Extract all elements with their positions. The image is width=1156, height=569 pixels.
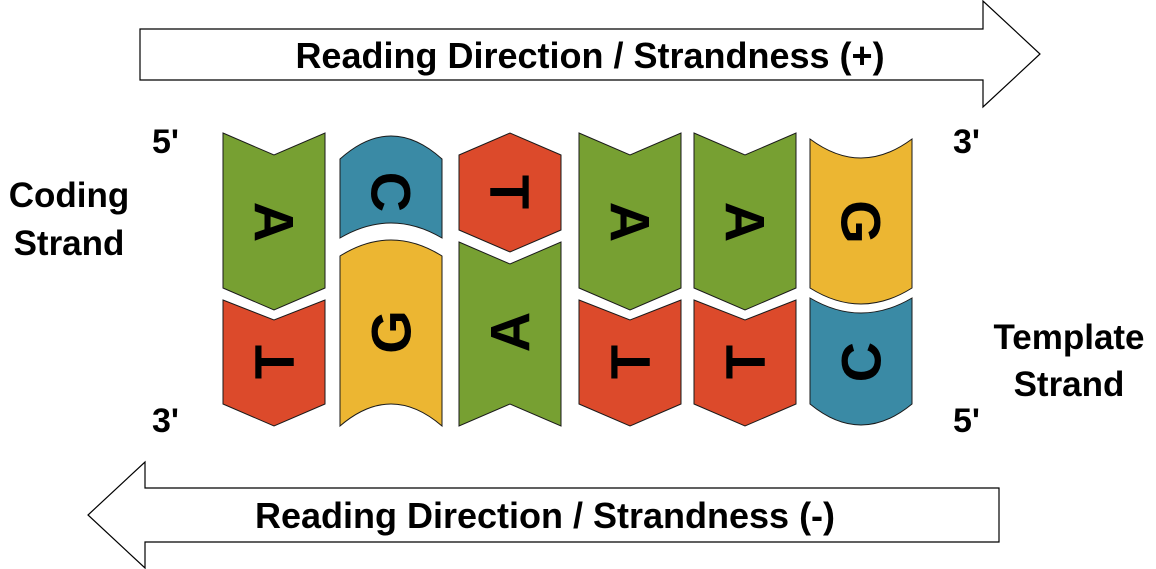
coding-three-prime-label: 3' [953, 123, 980, 161]
coding-base-a-4-letter: A [599, 202, 662, 242]
template-strand-label-line1: Template [993, 318, 1144, 357]
template-base-t-5-shape [693, 299, 797, 427]
template-base-a-3-letter: A [479, 312, 542, 352]
coding-base-t-3: T [458, 132, 562, 253]
template-strand-label-line2: Strand [1014, 365, 1125, 404]
template-base-t-4-shape [578, 299, 682, 427]
coding-base-t-3-shape [458, 132, 562, 253]
template-base-t-4-letter: T [599, 345, 662, 379]
template-base-c-6: C [809, 297, 913, 426]
template-base-g-2-shape [339, 239, 443, 428]
reverse-direction-arrow: Reading Direction / Strandness (-) [87, 460, 1000, 569]
reverse-arrow-shape [87, 460, 1000, 569]
coding-base-g-6-letter: G [830, 200, 893, 244]
coding-base-c-2: C [339, 135, 443, 239]
template-base-a-3: A [458, 241, 562, 427]
template-base-a-3-shape [458, 241, 562, 427]
coding-base-a-4: A [578, 132, 682, 311]
template-base-t-4: T [578, 299, 682, 427]
template-base-c-6-shape [809, 297, 913, 426]
coding-strand-label-line1: Coding [9, 176, 130, 215]
forward-arrow-shape [139, 0, 1041, 109]
coding-five-prime-label: 5' [152, 123, 179, 161]
coding-base-a-1-letter: A [243, 202, 306, 242]
coding-strand-label-line2: Strand [14, 224, 125, 263]
template-base-c-6-letter: C [830, 342, 893, 382]
coding-base-a-1-shape [222, 132, 326, 311]
coding-base-a-4-shape [578, 132, 682, 311]
coding-strand-label: Coding Strand [9, 176, 130, 263]
coding-base-g-6-shape [809, 138, 913, 305]
template-base-g-2: G [339, 239, 443, 428]
coding-base-a-5: A [693, 132, 797, 311]
template-base-t-1-shape [222, 299, 326, 427]
reverse-direction-label: Reading Direction / Strandness (-) [255, 495, 835, 536]
forward-direction-arrow: Reading Direction / Strandness (+) [139, 0, 1041, 109]
coding-base-a-5-shape [693, 132, 797, 311]
coding-base-a-5-letter: A [714, 202, 777, 242]
template-three-prime-label: 3' [152, 402, 179, 440]
template-base-t-1: T [222, 299, 326, 427]
template-base-t-1-letter: T [243, 345, 306, 379]
template-strand-label: Template Strand [993, 318, 1144, 404]
forward-direction-label: Reading Direction / Strandness (+) [295, 35, 884, 76]
template-base-t-5-letter: T [714, 345, 777, 379]
coding-base-g-6: G [809, 138, 913, 305]
coding-base-t-3-letter: T [479, 175, 542, 209]
template-base-g-2-letter: G [360, 310, 423, 354]
template-base-t-5: T [693, 299, 797, 427]
template-five-prime-label: 5' [953, 402, 980, 440]
coding-base-c-2-letter: C [360, 172, 423, 212]
coding-base-a-1: A [222, 132, 326, 311]
coding-base-c-2-shape [339, 135, 443, 239]
